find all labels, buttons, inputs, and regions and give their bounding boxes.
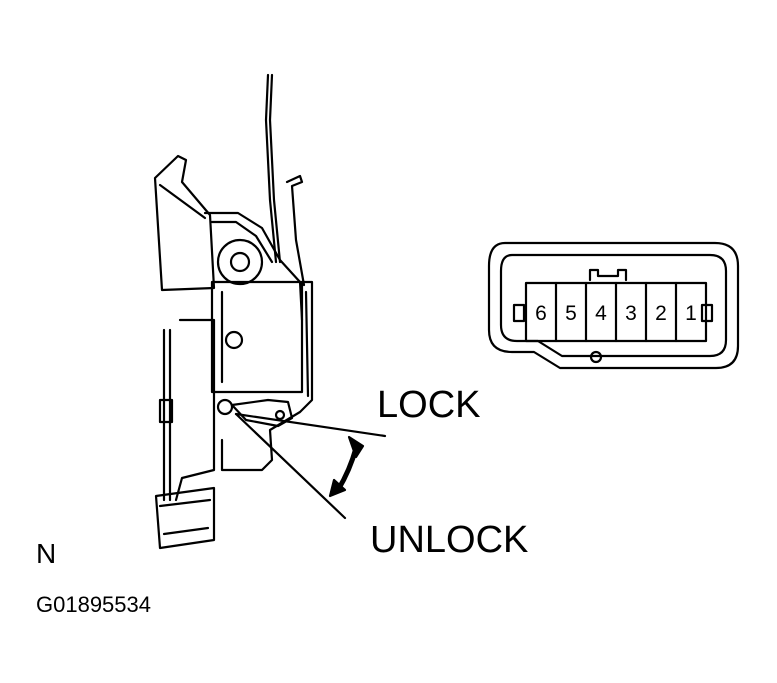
- figure-code: G01895534: [36, 592, 151, 617]
- unlock-label: UNLOCK: [370, 519, 529, 561]
- connector-pin-2: 2: [655, 302, 667, 325]
- connector-pin-6: 6: [535, 302, 547, 325]
- connector-face: [487, 241, 740, 370]
- connector-pin-5: 5: [565, 302, 577, 325]
- view-label: N: [36, 538, 57, 569]
- connector-pin-1: 1: [685, 302, 697, 325]
- unlock-direction-line: [234, 412, 347, 520]
- lock-label: LOCK: [377, 384, 481, 426]
- rotation-arrow-icon: [328, 435, 365, 498]
- connector-pin-4: 4: [595, 302, 607, 325]
- lock-direction-line: [234, 412, 387, 438]
- door-lock-assembly: [153, 73, 314, 550]
- connector-pin-3: 3: [625, 302, 637, 325]
